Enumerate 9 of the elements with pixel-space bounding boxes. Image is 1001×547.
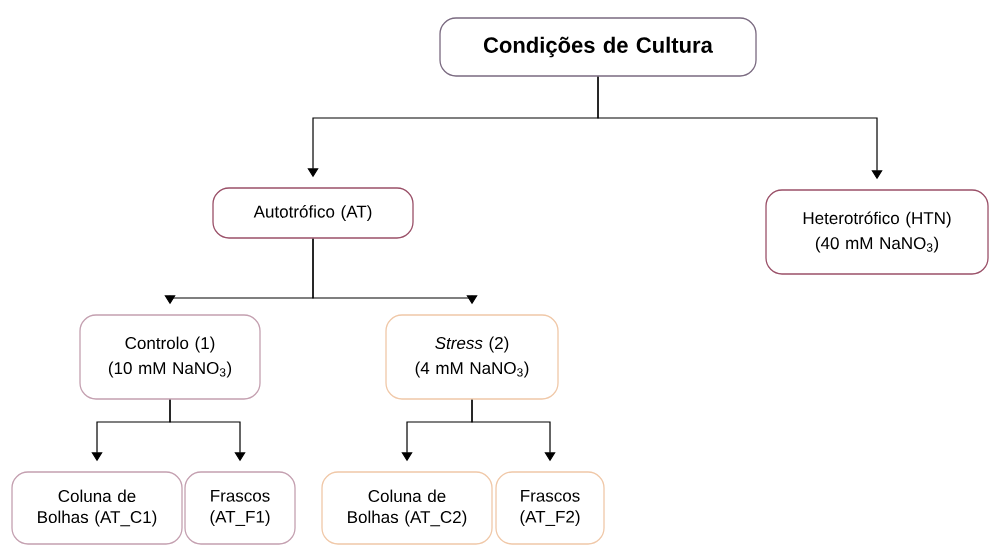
rounded-box: Heterotrófico (HTN) (40 mM NaNO$_{3}$)	[765, 189, 989, 275]
rounded-box: Stress (2) (4 mM NaNO$_{3}$)	[385, 314, 559, 400]
rounded-box: Coluna de Bolhas (AT_C1)	[11, 471, 183, 545]
rounded-box: Frascos (AT_F1)	[184, 471, 296, 545]
rounded-box: Controlo (1) (10 mM NaNO$_{3}$)	[79, 314, 261, 400]
rounded-box: Coluna de Bolhas (AT_C2)	[321, 471, 493, 545]
title-box: Condições de Cultura	[439, 17, 757, 77]
rounded-box: Autotrófico (AT)	[212, 187, 414, 239]
rounded-box: Frascos (AT_F2)	[495, 471, 605, 545]
